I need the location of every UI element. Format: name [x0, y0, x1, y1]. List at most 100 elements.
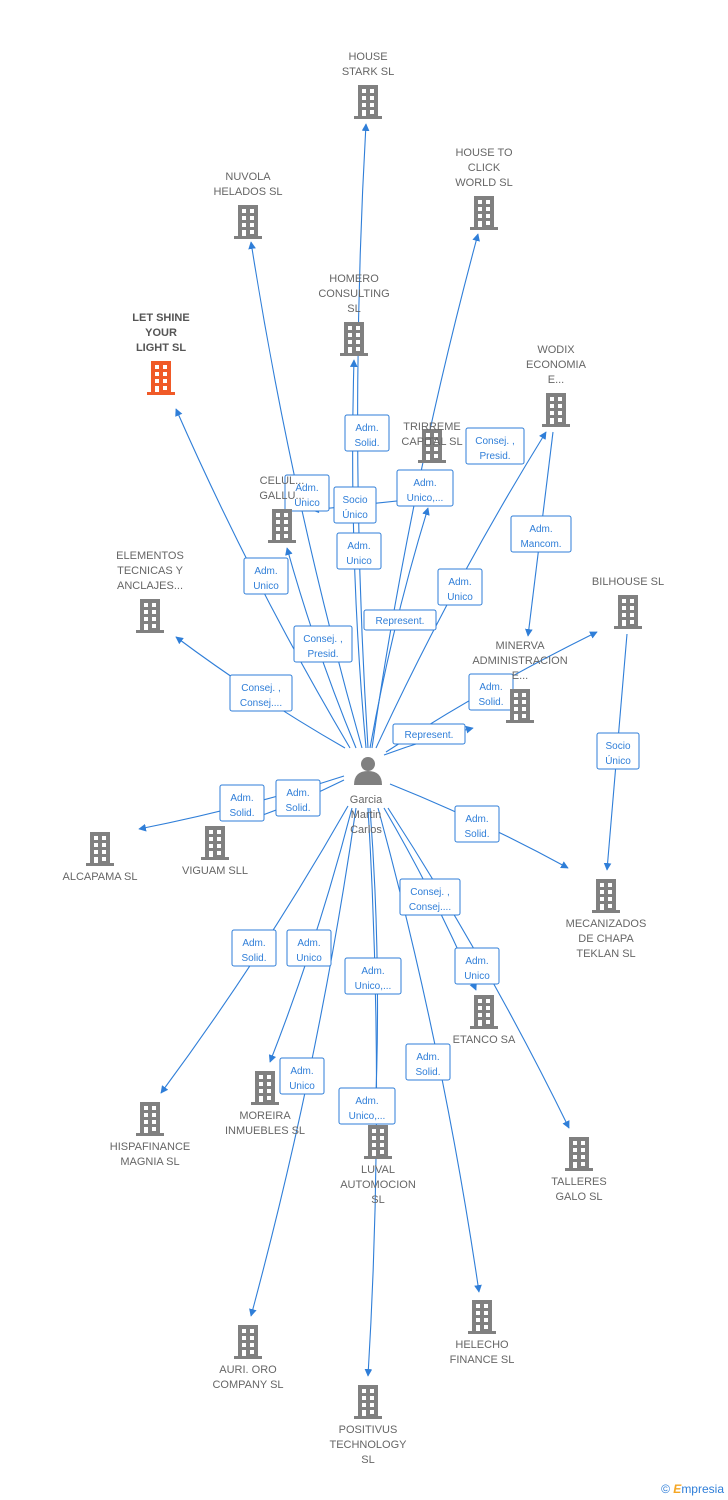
edge-label-luval[interactable]: Adm.Unico,... — [344, 957, 402, 995]
edge-label-box — [454, 947, 500, 985]
company-name-line: TECNICAS Y — [117, 565, 183, 577]
edge-labels-layer: Adm.Solid.Adm.Unico,...Adm.UnicoAdm.Unic… — [219, 414, 640, 1125]
edge-label-hispafinance[interactable]: Adm.Solid. — [231, 929, 277, 967]
edge-label-text: Solid. — [354, 438, 379, 449]
company-name-line: E... — [512, 670, 529, 682]
company-name-line: VIGUAM SLL — [182, 865, 248, 877]
company-name-line: LUVAL — [361, 1164, 395, 1176]
edge-label-box — [219, 784, 265, 822]
edge-label-box — [396, 469, 454, 507]
edge-label-box — [510, 515, 572, 553]
edge-label-box — [596, 732, 640, 770]
edge-label-let-shine[interactable]: Adm.Unico — [243, 557, 289, 595]
edge-label-box — [454, 805, 500, 843]
edge-label-text: Unico,... — [349, 1111, 386, 1122]
edge-label-text: Socio — [605, 741, 630, 752]
edge-label-text: Adm. — [295, 483, 318, 494]
edge-label-elementos[interactable]: Consej. ,Consej.... — [229, 674, 293, 712]
edge-label-wodix[interactable]: Adm.Unico — [437, 568, 483, 606]
company-node-celulosas[interactable]: CELUL...GALLU... — [259, 475, 305, 543]
company-name-line: TRIRREME — [403, 421, 460, 433]
building-icon — [136, 599, 164, 633]
edge-label-house-to-click[interactable]: Adm.Unico,... — [396, 469, 454, 507]
edge-label-wodix-trirreme[interactable]: Consej. ,Presid. — [465, 427, 525, 465]
edge-label-minerva[interactable]: Represent. — [392, 723, 466, 745]
edge-label-nuvola[interactable]: Adm.Unico — [284, 474, 330, 512]
company-node-viguam[interactable]: VIGUAM SLL — [182, 826, 248, 877]
edge-label-box — [437, 568, 483, 606]
edge-label-talleres[interactable]: Adm.Unico — [454, 947, 500, 985]
edge-label-text: Unico,... — [355, 981, 392, 992]
edge-label-positivus[interactable]: Adm.Unico,... — [338, 1087, 396, 1125]
company-node-alcapama[interactable]: ALCAPAMA SL — [63, 832, 138, 883]
edge-label-bilhouse[interactable]: Adm.Solid. — [468, 673, 514, 711]
edge-label-text: Adm. — [297, 938, 320, 949]
edge-label-trirreme[interactable]: Represent. — [363, 609, 437, 631]
edge-label-wodix-minerva[interactable]: Adm.Mancom. — [510, 515, 572, 553]
company-name-line: POSITIVUS — [339, 1424, 398, 1436]
building-icon — [614, 595, 642, 629]
edge-label-text: Consej. , — [475, 436, 514, 447]
company-node-minerva[interactable]: MINERVAADMINISTRACIONE... — [472, 640, 568, 723]
edge-label-text: Adm. — [290, 1066, 313, 1077]
edge-label-celulosas[interactable]: Consej. ,Presid. — [293, 625, 353, 663]
edge-label-text: Único — [605, 754, 631, 767]
edge-label-helecho[interactable]: Adm.Solid. — [405, 1043, 451, 1081]
company-node-bilhouse[interactable]: BILHOUSE SL — [592, 576, 664, 629]
edge-label-etanco[interactable]: Consej. ,Consej.... — [399, 878, 461, 916]
edge-label-box — [284, 474, 330, 512]
company-name-line: AURI. ORO — [219, 1364, 277, 1376]
building-icon — [234, 1325, 262, 1359]
edge-label-text: Adm. — [448, 577, 471, 588]
company-node-etanco[interactable]: ETANCO SA — [453, 995, 516, 1046]
company-name-line: STARK SL — [342, 66, 394, 78]
edge-label-text: Unico — [346, 556, 372, 567]
company-name-line: LIGHT SL — [136, 342, 186, 354]
company-name-line: SL — [361, 1454, 374, 1466]
building-icon — [268, 509, 296, 543]
edge-label-box — [392, 723, 466, 745]
edge-label-text: Adm. — [242, 938, 265, 949]
company-name-line: DE CHAPA — [578, 933, 634, 945]
edge-label-auri[interactable]: Adm.Unico — [279, 1057, 325, 1095]
edge-label-house-stark[interactable]: Adm.Solid. — [344, 414, 390, 452]
building-icon — [354, 85, 382, 119]
edge-label-alcapama[interactable]: Adm.Solid. — [219, 784, 265, 822]
company-name-line: TALLERES — [551, 1176, 606, 1188]
company-name-line: MAGNIA SL — [120, 1156, 179, 1168]
building-icon — [354, 1385, 382, 1419]
company-name-line: HELECHO — [455, 1339, 509, 1351]
building-icon — [468, 1300, 496, 1334]
edge-label-box — [293, 625, 353, 663]
edge-label-viguam[interactable]: Adm.Solid. — [275, 779, 321, 817]
company-node-wodix[interactable]: WODIXECONOMIAE... — [526, 344, 587, 427]
company-name-line: GALLU... — [259, 490, 304, 502]
building-icon — [592, 879, 620, 913]
company-name-line: FINANCE SL — [450, 1354, 515, 1366]
edge-label-mecanizados[interactable]: Adm.Solid. — [454, 805, 500, 843]
edge-label-homero[interactable]: Adm.Unico — [336, 532, 382, 570]
building-icon — [506, 689, 534, 723]
edge-label-text: Adm. — [479, 682, 502, 693]
edge-label-text: Consej. , — [241, 683, 280, 694]
edge-label-moreira[interactable]: Adm.Unico — [286, 929, 332, 967]
company-node-helecho[interactable]: HELECHO FINANCE SL — [450, 1300, 515, 1366]
company-name-line: ETANCO SA — [453, 1034, 516, 1046]
